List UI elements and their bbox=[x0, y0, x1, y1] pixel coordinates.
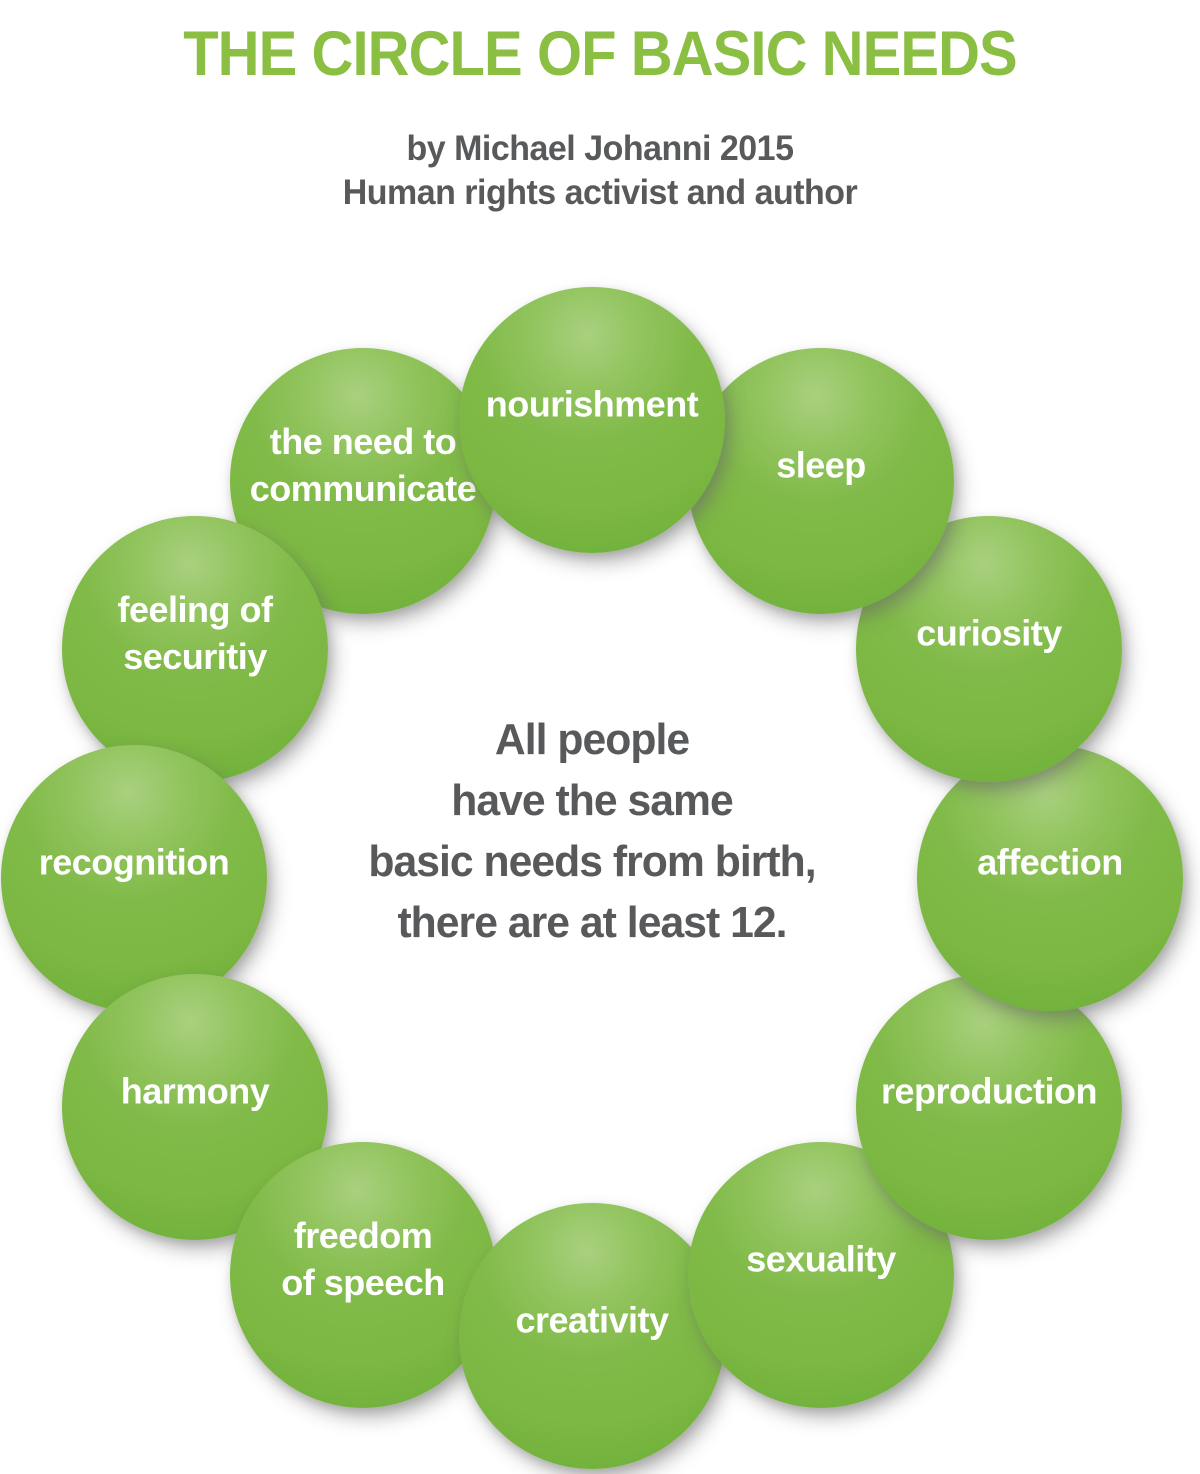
center-message: All people have the same basic needs from … bbox=[10, 709, 1174, 953]
subtitle-author-line: by Michael Johanni 2015 bbox=[406, 129, 794, 168]
need-label-line: freedom bbox=[293, 1215, 433, 1256]
need-circle-reproduction: reproduction bbox=[856, 974, 1122, 1240]
center-message-line: basic needs from birth, bbox=[368, 837, 816, 886]
page-title: THE CIRCLE OF BASIC NEEDS bbox=[183, 19, 1018, 89]
need-label-line: of speech bbox=[281, 1262, 445, 1303]
need-label-line: sexuality bbox=[746, 1238, 896, 1280]
need-circle-nourishment: nourishment bbox=[459, 287, 725, 553]
need-circle-freedom-of-speech: freedom of speech bbox=[230, 1142, 496, 1408]
need-label-line: reproduction bbox=[881, 1070, 1097, 1112]
need-circle-affection: affection bbox=[917, 745, 1183, 1011]
center-message-line: have the same bbox=[451, 776, 734, 825]
need-label-affection: affection bbox=[904, 839, 1197, 886]
need-label-sexuality: sexuality bbox=[675, 1236, 968, 1283]
need-label-creativity: creativity bbox=[446, 1297, 739, 1344]
center-message-line: there are at least 12. bbox=[397, 898, 787, 947]
need-label-line: harmony bbox=[120, 1070, 270, 1112]
need-label-line: nourishment bbox=[485, 383, 699, 425]
need-label-harmony: harmony bbox=[49, 1068, 342, 1115]
need-label-line: feeling of bbox=[117, 589, 273, 630]
need-label-sleep: sleep bbox=[675, 442, 968, 489]
need-label-line: the need to bbox=[269, 421, 457, 462]
need-label-line: recognition bbox=[38, 841, 230, 883]
subtitle-role-line: Human rights activist and author bbox=[342, 173, 858, 212]
need-circle-creativity: creativity bbox=[459, 1203, 725, 1469]
need-label-line: sleep bbox=[776, 444, 866, 486]
center-message-line: All people bbox=[494, 715, 690, 764]
need-label-line: communicate bbox=[249, 468, 477, 509]
need-label-line: creativity bbox=[515, 1299, 669, 1341]
need-label-line: curiosity bbox=[916, 612, 1062, 654]
need-label-nourishment: nourishment bbox=[446, 381, 739, 428]
need-label-line: securitiy bbox=[123, 636, 267, 677]
need-label-recognition: recognition bbox=[0, 839, 280, 886]
need-circle-feeling-of-securitiy: feeling of securitiy bbox=[62, 516, 328, 782]
need-label-feeling-of-securitiy: feeling of securitiy bbox=[49, 586, 342, 680]
need-label-reproduction: reproduction bbox=[843, 1068, 1136, 1115]
need-label-line: affection bbox=[977, 841, 1123, 883]
need-label-the-need-to-communicate: the need to communicate bbox=[217, 418, 510, 512]
subtitle: by Michael Johanni 2015 Human rights act… bbox=[18, 127, 1182, 215]
need-label-curiosity: curiosity bbox=[843, 610, 1136, 657]
need-circle-recognition: recognition bbox=[1, 745, 267, 1011]
need-label-freedom-of-speech: freedom of speech bbox=[217, 1212, 510, 1306]
need-circle-sleep: sleep bbox=[688, 348, 954, 614]
